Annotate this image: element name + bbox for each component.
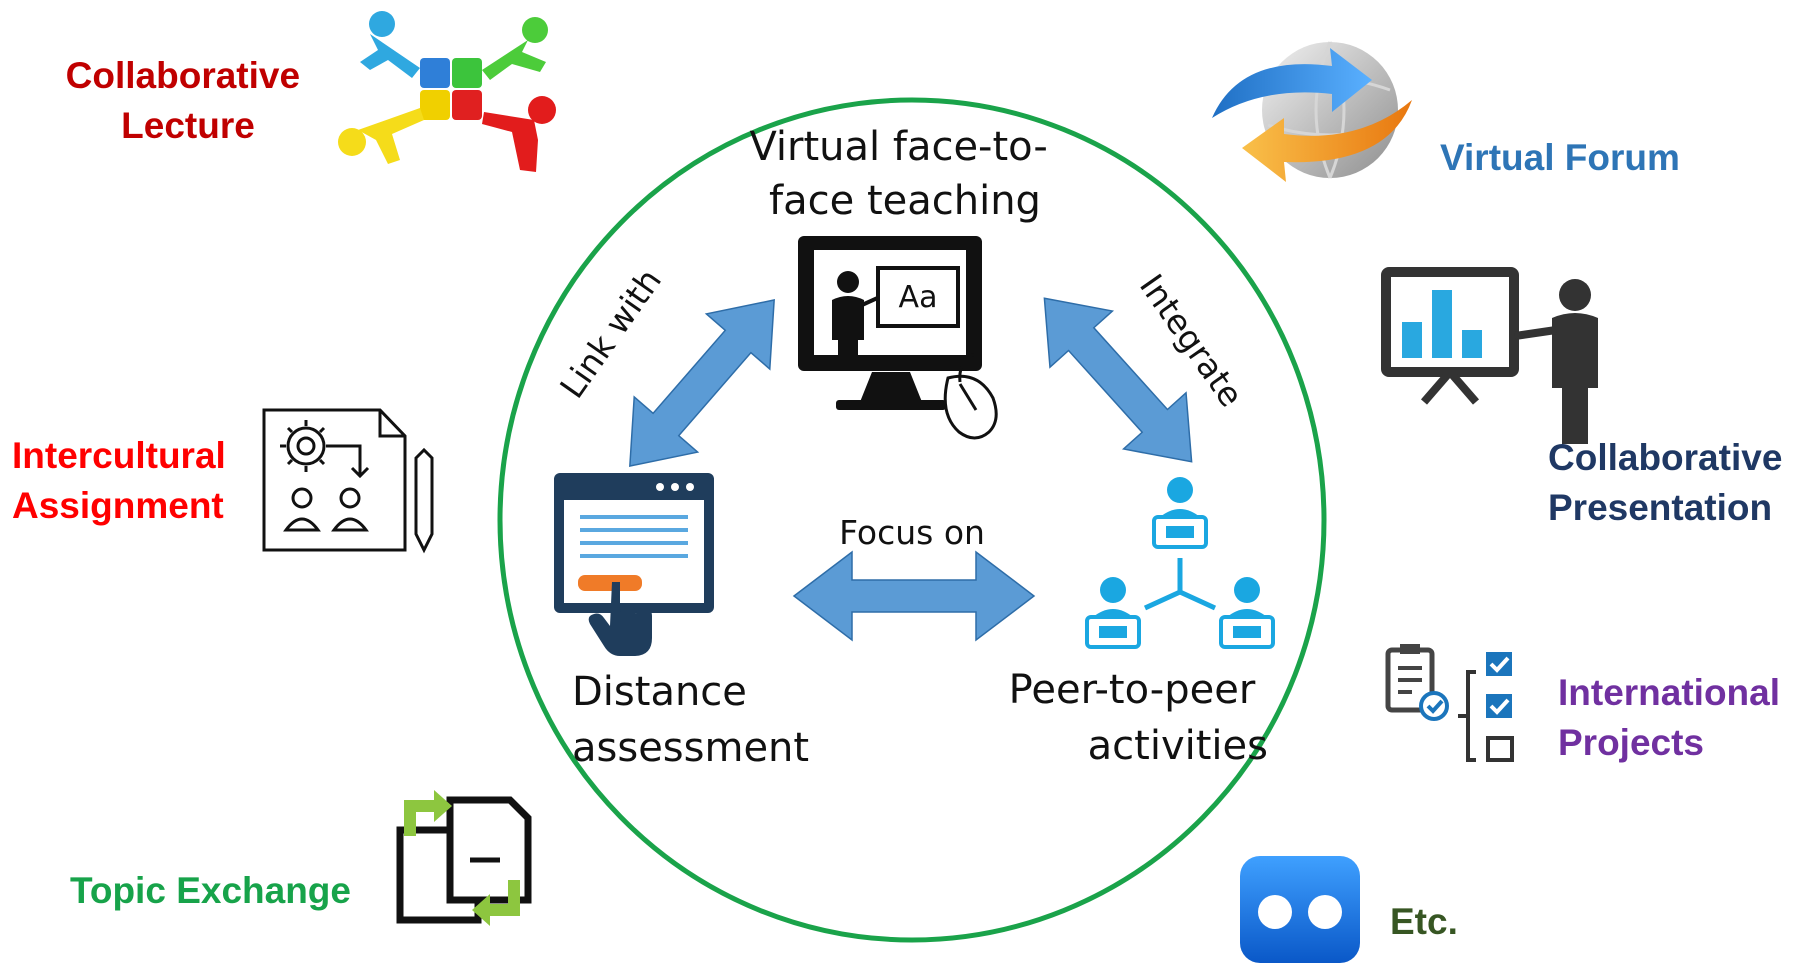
globe-arrows-icon [1212,41,1412,182]
focus-on-arrow [792,550,1036,642]
etc-label: Etc. [1390,901,1458,942]
presentation-icon [1381,267,1598,444]
app-icon [1240,856,1360,963]
assignment-document-icon [262,408,434,554]
monitor-teacher-icon: Aa [798,236,998,440]
collaborative-lecture-label: Collaborative Lecture [66,55,311,146]
international-projects-label: International Projects [1558,672,1790,763]
link-with-arrow [629,299,775,467]
topic-exchange-label: Topic Exchange [70,870,351,911]
peer-network-icon [1085,477,1275,649]
intercultural-assignment-label: Intercultural Assignment [12,435,236,526]
integrate-arrow [1043,297,1193,463]
central-circle [497,97,1327,943]
file-exchange-icon [396,790,532,926]
collaborative-presentation-label: Collaborative Presentation [1548,437,1793,528]
peer-activities-label: Peer-to-peer activities [1009,667,1268,769]
distance-assessment-label: Distance assessment [572,669,809,771]
focus-on-label: Focus on [839,513,985,552]
virtual-forum-label: Virtual Forum [1440,137,1680,178]
screen-text: Aa [899,280,938,315]
puzzle-people-icon [338,11,556,172]
checklist-icon [1385,644,1514,762]
virtual-teaching-label: Virtual face-to- face teaching [749,124,1060,224]
browser-click-icon [554,473,714,656]
